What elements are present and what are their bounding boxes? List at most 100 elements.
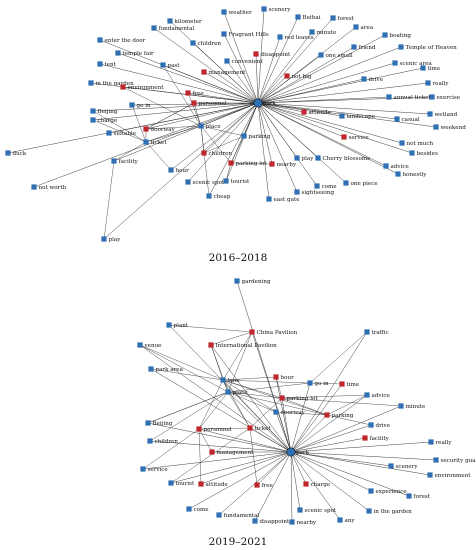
- hub-node: [253, 98, 263, 108]
- node-marker: [261, 6, 267, 12]
- node-label: nearby: [277, 162, 298, 168]
- edge: [257, 8, 265, 104]
- edge: [290, 451, 392, 467]
- edge: [227, 391, 283, 399]
- node-label: tourist: [176, 481, 196, 487]
- edge: [290, 394, 368, 453]
- edge: [257, 102, 270, 200]
- edge: [326, 394, 368, 416]
- node-label: wetland: [435, 112, 458, 118]
- node-marker: [382, 32, 388, 38]
- edge: [222, 379, 328, 416]
- edge: [162, 64, 202, 127]
- node-marker: [309, 29, 315, 35]
- node-label: really: [436, 440, 453, 446]
- node-marker: [364, 392, 370, 398]
- node-marker: [398, 403, 404, 409]
- node-label: attitude: [309, 110, 332, 116]
- node-marker: [303, 481, 309, 487]
- edge: [275, 411, 292, 453]
- node-marker: [225, 389, 231, 395]
- edge: [198, 391, 229, 430]
- edge: [230, 162, 273, 165]
- edge: [198, 428, 202, 485]
- node-label: facility: [370, 436, 390, 442]
- node-marker: [151, 25, 157, 31]
- edge: [290, 451, 307, 485]
- node-label: service: [148, 467, 169, 473]
- edge: [290, 383, 343, 453]
- edge: [290, 414, 328, 453]
- node-marker: [228, 160, 234, 166]
- edge: [281, 397, 328, 416]
- edge: [249, 427, 292, 453]
- node-marker: [201, 150, 207, 156]
- node-marker: [398, 44, 404, 50]
- node-marker: [167, 18, 173, 24]
- edge: [149, 391, 229, 442]
- edge: [210, 331, 253, 346]
- edge: [92, 119, 147, 143]
- edge: [187, 102, 259, 183]
- edge: [257, 16, 299, 104]
- edge: [227, 331, 253, 393]
- edge: [254, 451, 292, 522]
- edge: [222, 379, 251, 429]
- edge: [150, 368, 224, 381]
- node-label: plant: [174, 323, 189, 329]
- edge: [223, 33, 259, 104]
- node-marker: [196, 426, 202, 432]
- node-marker: [106, 130, 112, 136]
- node-marker: [88, 80, 94, 86]
- edge: [290, 451, 410, 497]
- node-label: advice: [391, 164, 410, 170]
- edge: [281, 394, 368, 399]
- edge: [222, 379, 277, 413]
- node-marker: [201, 69, 207, 75]
- edge: [257, 102, 431, 115]
- edge: [198, 428, 213, 453]
- node-marker: [120, 84, 126, 90]
- edge: [290, 451, 370, 512]
- node-marker: [318, 52, 324, 58]
- edge: [290, 451, 301, 511]
- edge: [257, 102, 387, 167]
- node-label: go in: [315, 381, 330, 387]
- edge: [170, 102, 259, 171]
- node-label: environment: [435, 473, 472, 479]
- node-label: cheap: [214, 194, 231, 200]
- edge: [290, 405, 402, 453]
- network-edges: [139, 280, 437, 523]
- node-marker: [428, 439, 434, 445]
- node-label: lane: [228, 378, 241, 384]
- edge: [122, 86, 202, 127]
- node-marker: [129, 102, 135, 108]
- node-label: convenient: [232, 59, 264, 65]
- edge: [290, 424, 372, 453]
- node-label: come: [194, 507, 210, 513]
- edge: [170, 451, 292, 484]
- edge: [257, 96, 390, 104]
- edge: [145, 125, 202, 130]
- edge: [257, 102, 437, 128]
- node-marker: [383, 163, 389, 169]
- node-label: casual: [402, 117, 420, 123]
- node-marker: [307, 380, 313, 386]
- edge: [193, 102, 202, 127]
- node-label: exercise: [437, 95, 461, 101]
- node-marker: [5, 150, 11, 156]
- node-marker: [221, 31, 227, 37]
- edge: [290, 451, 372, 492]
- node-label: venue: [144, 343, 163, 349]
- node-label: play: [302, 156, 315, 162]
- node-marker: [216, 512, 222, 518]
- node-label: one piece: [351, 181, 379, 187]
- node-label: experience: [376, 489, 408, 495]
- edge: [117, 52, 259, 104]
- edge: [139, 344, 224, 381]
- node-label: service: [349, 135, 370, 141]
- edge: [227, 391, 251, 429]
- edge: [227, 382, 311, 393]
- edge: [153, 27, 259, 104]
